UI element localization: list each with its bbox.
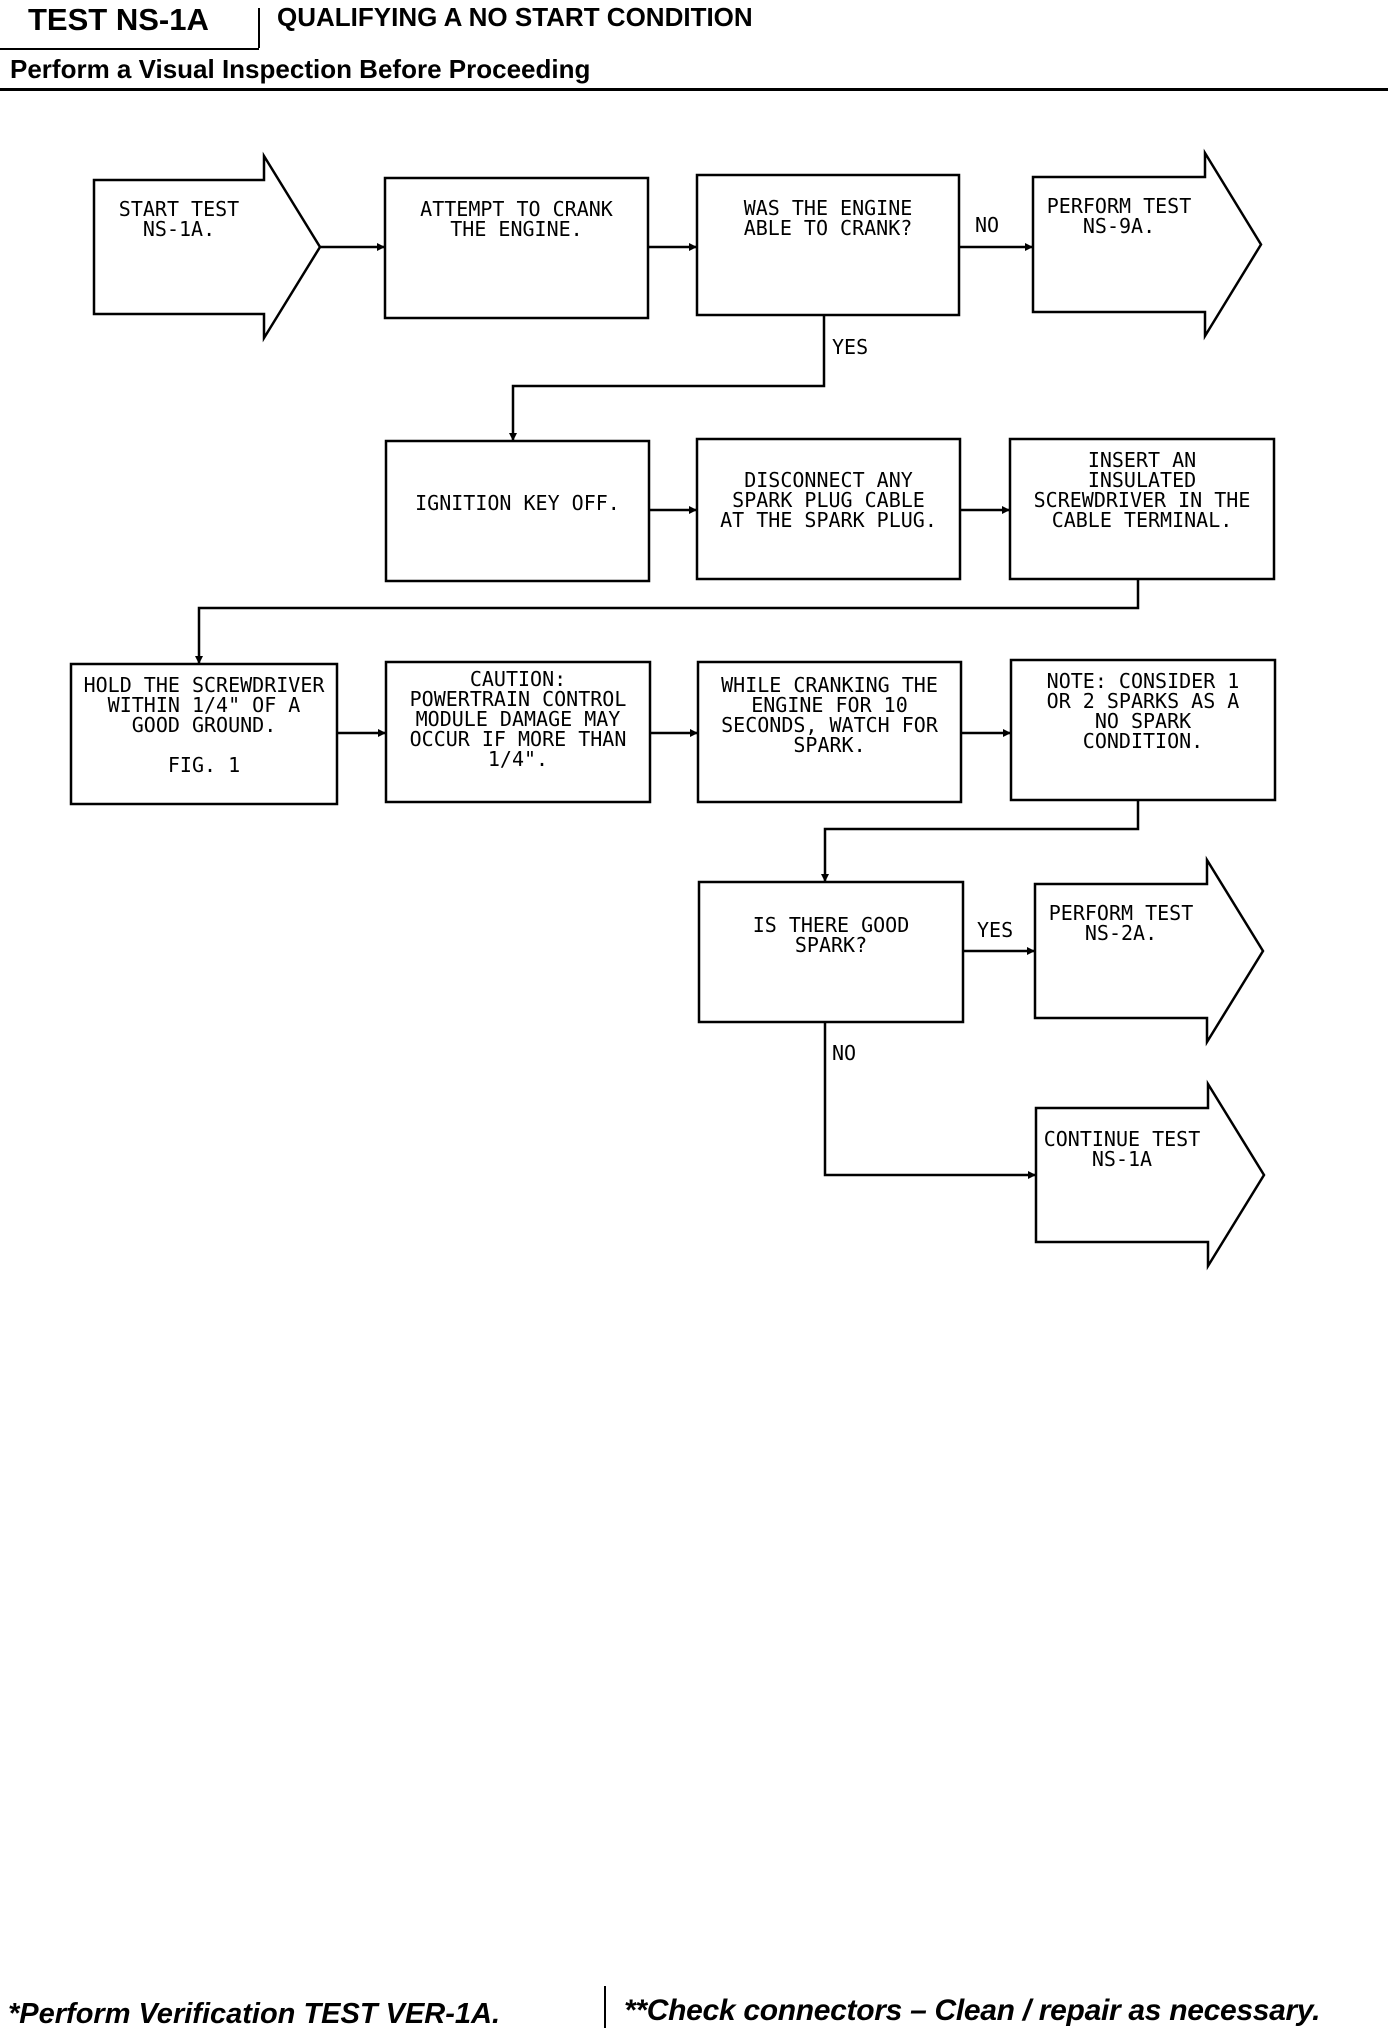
flow-text-caution-line-1: CAUTION: [470,667,566,691]
flow-text-note-line-1: NOTE: CONSIDER 1 [1047,669,1240,693]
flow-text-start-line-2: NS-1A. [143,217,215,241]
page-title: QUALIFYING A NO START CONDITION [277,2,753,32]
flow-text-insert-line-1: INSERT AN [1088,448,1196,472]
footer-divider [604,1986,606,2028]
flow-text-caution-line-4: OCCUR IF MORE THAN [410,727,627,751]
flow-text-hold-line-2: WITHIN 1/4" OF A [108,693,301,717]
connector-able-to-keyoff [509,315,826,441]
flow-text-insert-line-2: INSULATED [1088,468,1196,492]
flow-text-ns2a-line-1: PERFORM TEST [1049,901,1194,925]
flow-text-caution-line-5: 1/4". [488,747,548,771]
flow-text-disconnect-line-2: SPARK PLUG CABLE [732,488,925,512]
flow-text-ns2a-line-2: NS-2A. [1085,921,1157,945]
flow-text-crank-line-2: THE ENGINE. [450,217,582,241]
flow-text-goodspark-line-1: IS THERE GOOD [753,913,910,937]
flow-text-insert-line-4: CABLE TERMINAL. [1052,508,1233,532]
flow-text-hold-line-3: GOOD GROUND. [132,713,277,737]
flow-text-note-line-2: OR 2 SPARKS AS A [1047,689,1240,713]
flow-text-insert-line-3: SCREWDRIVER IN THE [1034,488,1251,512]
flow-text-able-line-2: ABLE TO CRANK? [744,216,913,240]
flow-arrow-continue [1034,1079,1266,1271]
flow-arrow-ns9a [1031,148,1263,341]
flow-text-while-line-4: SPARK. [793,733,865,757]
flow-text-hold-line-5: FIG. 1 [168,753,240,777]
header-divider-vertical [258,8,260,48]
flow-box-able [695,173,961,317]
edge-label-yes2: YES [977,918,1013,942]
flow-text-while-line-1: WHILE CRANKING THE [721,673,938,697]
header-divider [0,88,1388,91]
flow-text-continue-line-1: CONTINUE TEST [1044,1127,1201,1151]
flow-text-crank-line-1: ATTEMPT TO CRANK [420,197,613,221]
flow-text-while-line-3: SECONDS, WATCH FOR [721,713,939,737]
footer-verification-note: *Perform Verification TEST VER-1A. [8,1998,501,2030]
flow-text-note-line-3: NO SPARK [1095,709,1191,733]
flow-text-keyoff-line-1: IGNITION KEY OFF. [415,491,620,515]
flow-text-note-line-4: CONDITION. [1083,729,1203,753]
connector-note-to-goodspark [821,800,1140,882]
flow-text-disconnect-line-1: DISCONNECT ANY [744,468,913,492]
edge-label-no1: NO [975,213,999,237]
page-subtitle: Perform a Visual Inspection Before Proce… [10,54,591,84]
edge-label-yes1: YES [832,335,868,359]
edge-label-no2: NO [832,1041,856,1065]
flow-text-caution-line-2: POWERTRAIN CONTROL [410,687,627,711]
flow-text-ns9a-line-1: PERFORM TEST [1047,194,1192,218]
flow-text-caution-line-3: MODULE DAMAGE MAY [416,707,621,731]
flow-text-hold-line-1: HOLD THE SCREWDRIVER [84,673,326,697]
flow-box-note [1009,658,1277,802]
flow-text-continue-line-2: NS-1A [1092,1147,1152,1171]
flow-text-while-line-2: ENGINE FOR 10 [751,693,908,717]
header-divider-short [0,48,259,50]
test-id: TEST NS-1A [28,2,209,37]
footer-connectors-note: **Check connectors – Clean / repair as n… [624,1994,1321,2027]
connector-insert-to-hold [195,579,1140,664]
flow-text-disconnect-line-3: AT THE SPARK PLUG. [720,508,937,532]
flow-text-start-line-1: START TEST [119,197,239,221]
flow-text-able-line-1: WAS THE ENGINE [744,196,913,220]
flow-arrow-start [92,151,322,343]
flow-arrow-ns2a [1033,855,1265,1047]
connector-goodspark-to-continue [823,1022,1036,1179]
flow-text-ns9a-line-2: NS-9A. [1083,214,1155,238]
flow-text-goodspark-line-2: SPARK? [795,933,867,957]
